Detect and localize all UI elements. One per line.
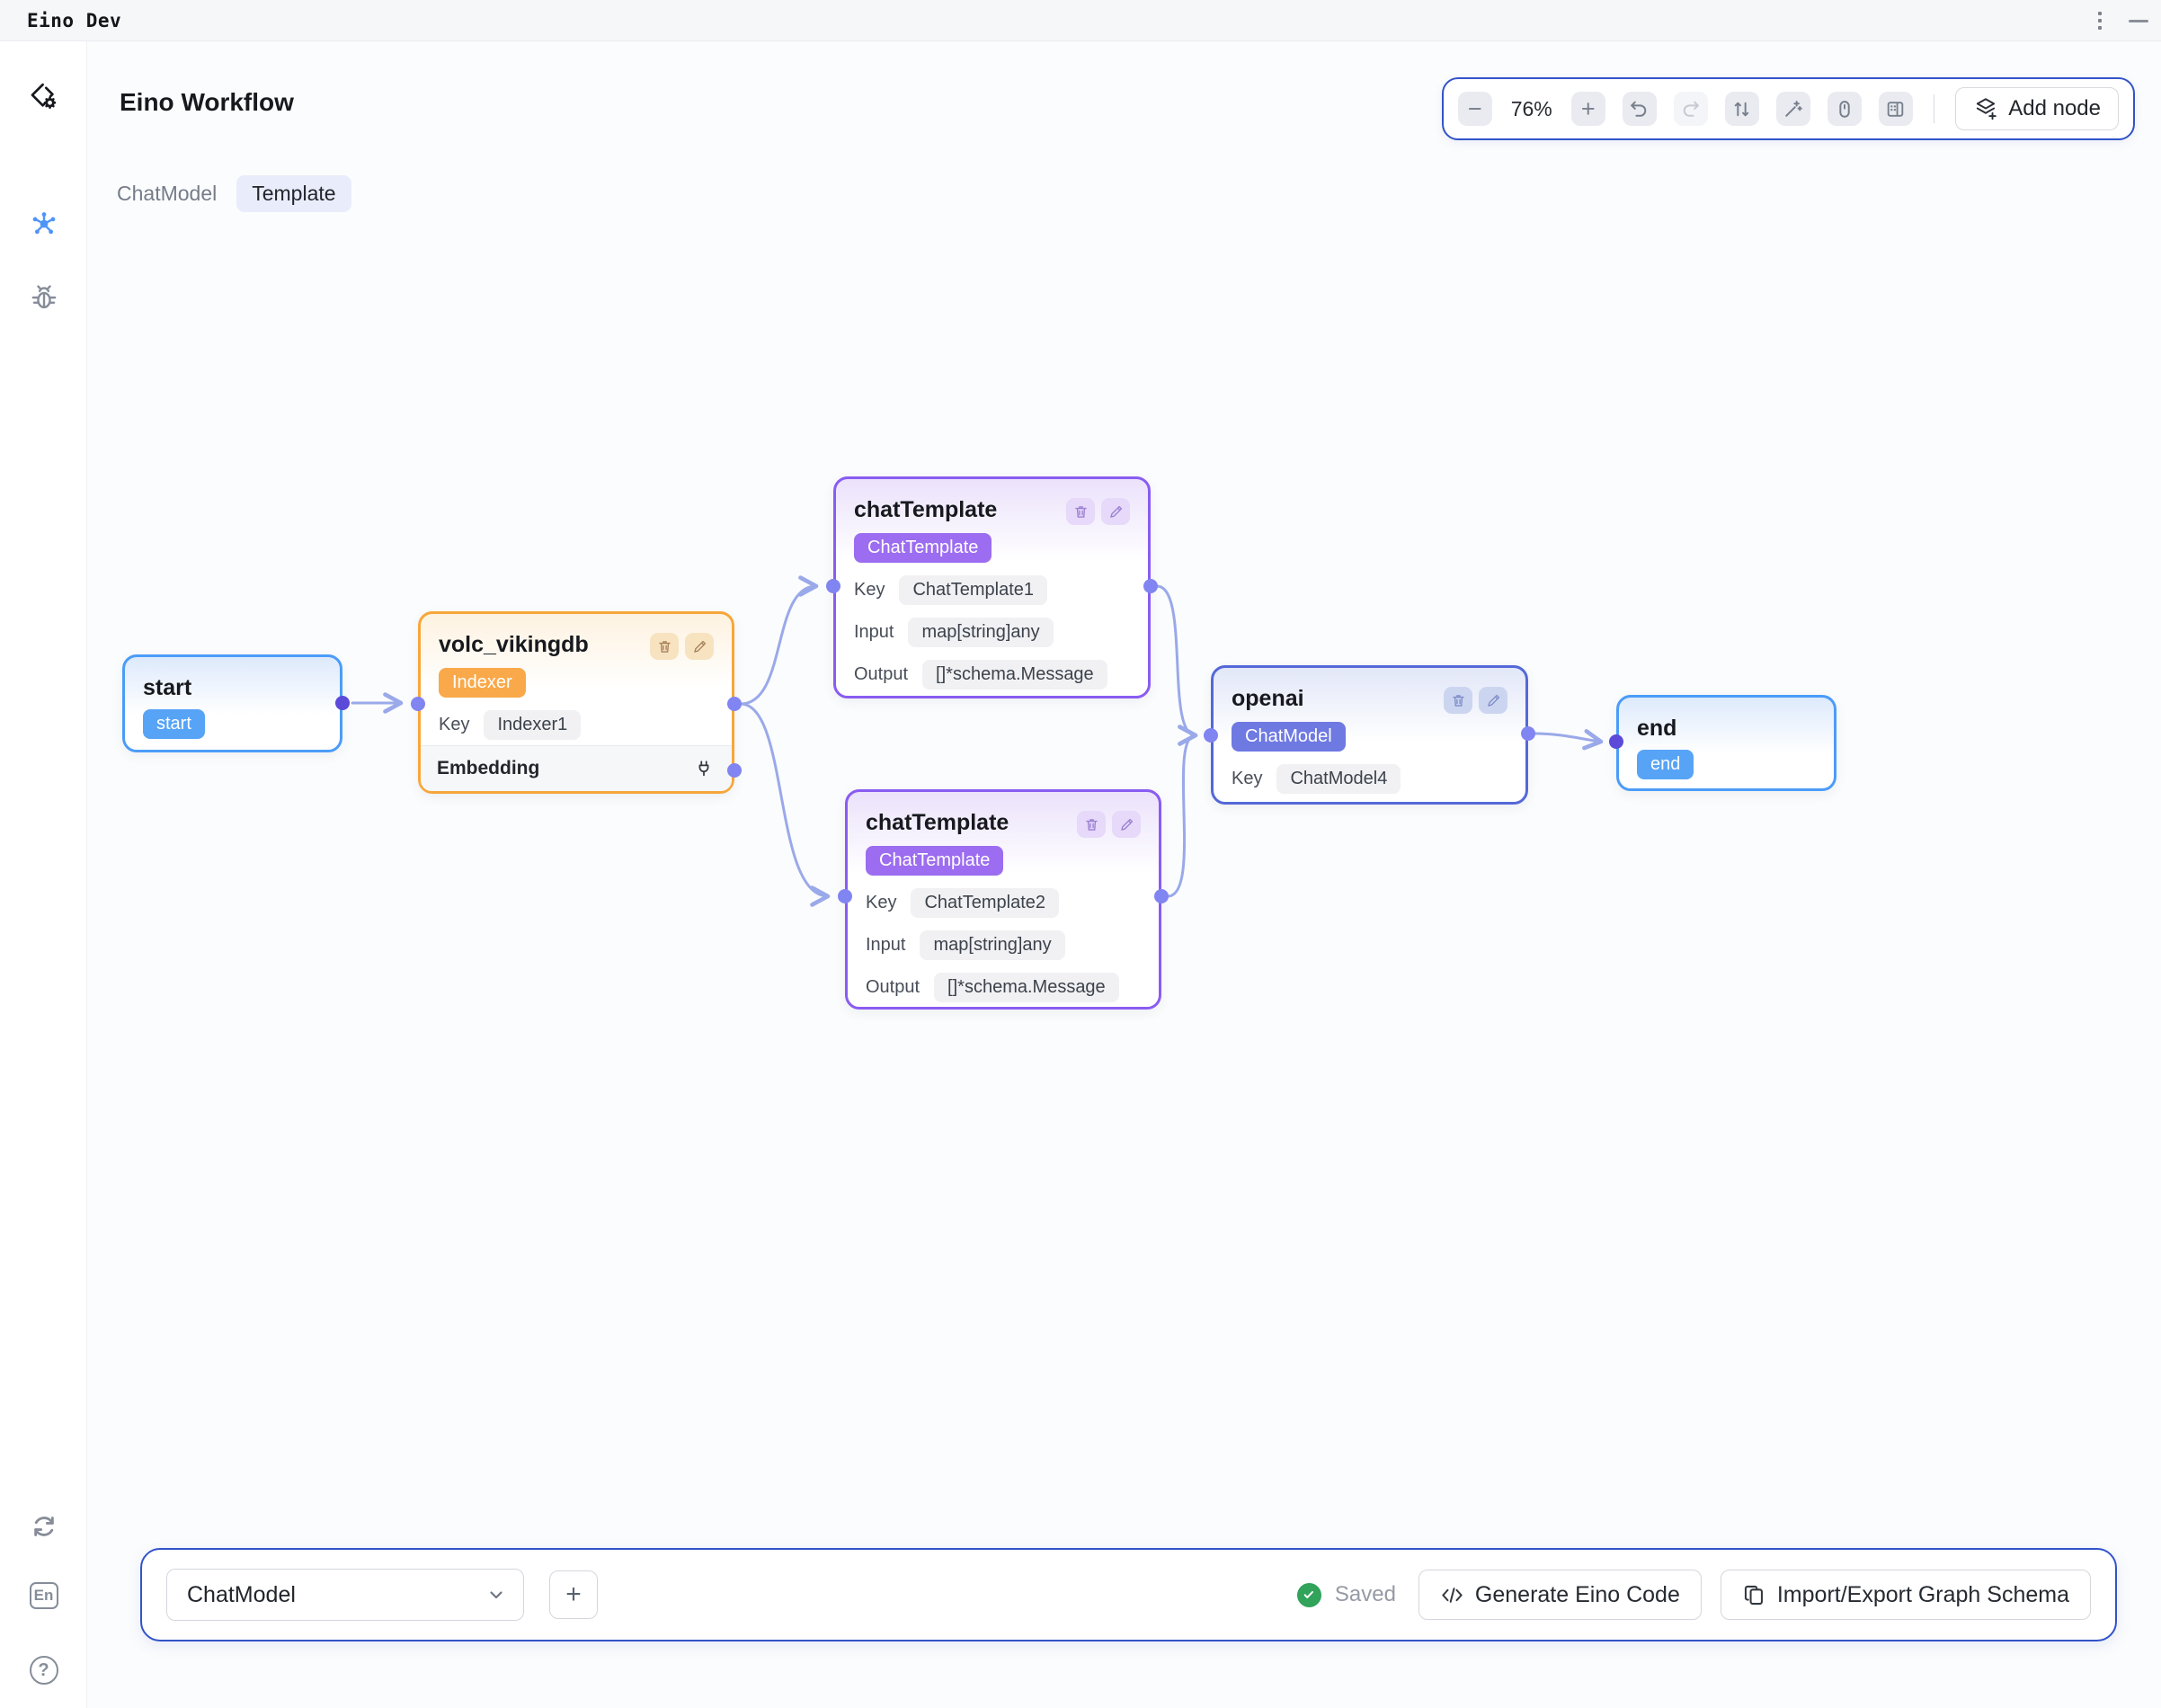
pencil-icon (1120, 818, 1133, 831)
sync-icon[interactable] (0, 1511, 87, 1542)
minimize-icon[interactable] (2129, 19, 2148, 22)
edit-node-button[interactable] (1101, 498, 1130, 525)
window-titlebar: Eino Dev (0, 0, 2161, 41)
auto-layout-icon[interactable] (1724, 92, 1759, 126)
pencil-icon (693, 640, 706, 653)
delete-node-button[interactable] (1077, 811, 1106, 838)
zoom-level: 76% (1510, 96, 1552, 120)
zoom-out-button[interactable]: − (1457, 92, 1492, 126)
trash-icon (1074, 505, 1087, 518)
node-openai[interactable]: openai ChatModel Key ChatModel4 (1211, 665, 1528, 805)
mouse-settings-icon[interactable] (1827, 92, 1862, 126)
trash-icon (1452, 694, 1464, 707)
output-type-pill: []*schema.Message (922, 660, 1107, 689)
graph-selector-dropdown[interactable]: ChatModel (166, 1569, 524, 1621)
tab-template[interactable]: Template (236, 175, 351, 212)
page-title: Eino Workflow (120, 88, 294, 116)
chevron-down-icon (490, 1591, 502, 1599)
undo-button[interactable] (1622, 92, 1657, 126)
node-chattemplate-2[interactable]: chatTemplate ChatTemplate Key ChatTempla… (845, 789, 1161, 1010)
minimap-panel-icon[interactable] (1878, 92, 1913, 126)
node-type-badge: ChatModel (1232, 722, 1346, 752)
key-value-pill: ChatModel4 (1276, 764, 1401, 794)
copy-document-icon (1744, 1585, 1763, 1605)
sidebar-item-workflow-graph-icon[interactable] (0, 209, 87, 239)
node-type-badge: start (143, 708, 205, 739)
eino-logo-icon (0, 82, 87, 112)
node-start[interactable]: start start (122, 654, 342, 752)
generate-eino-code-button[interactable]: Generate Eino Code (1418, 1570, 1702, 1620)
trash-icon (1085, 818, 1098, 831)
plug-icon[interactable] (694, 759, 714, 778)
tab-chatmodel[interactable]: ChatModel (117, 182, 218, 205)
saved-check-icon (1296, 1582, 1321, 1607)
input-type-pill: map[string]any (920, 930, 1065, 960)
kebab-menu-icon[interactable] (2094, 8, 2105, 33)
trash-icon (658, 640, 671, 653)
pencil-icon (1109, 505, 1122, 518)
delete-node-button[interactable] (1066, 498, 1095, 525)
node-type-badge: ChatTemplate (854, 533, 992, 563)
node-type-badge: Indexer (439, 668, 526, 698)
node-end[interactable]: end end (1616, 695, 1836, 791)
canvas-toolbar: − 76% + (1441, 77, 2135, 140)
magic-wand-icon[interactable] (1775, 92, 1810, 126)
edit-node-button[interactable] (1479, 687, 1507, 714)
edit-node-button[interactable] (1112, 811, 1141, 838)
layers-plus-icon (1977, 98, 1996, 120)
delete-node-button[interactable] (1444, 687, 1472, 714)
code-icon (1442, 1587, 1463, 1603)
sidebar-item-debug-bug-icon[interactable] (0, 282, 87, 313)
output-type-pill: []*schema.Message (934, 973, 1119, 1002)
node-type-badge: ChatTemplate (866, 846, 1004, 876)
import-export-graph-schema-button[interactable]: Import/Export Graph Schema (1720, 1570, 2091, 1620)
add-node-button[interactable]: Add node (1955, 87, 2119, 130)
zoom-in-button[interactable]: + (1570, 92, 1605, 126)
add-graph-button[interactable]: + (549, 1570, 598, 1619)
node-volc-vikingdb[interactable]: volc_vikingdb Indexer Key Indexer1 Emb (418, 611, 734, 794)
key-value-pill: ChatTemplate1 (899, 575, 1047, 605)
pencil-icon (1487, 694, 1499, 707)
toolbar-divider (1933, 94, 1935, 123)
help-icon[interactable]: ? (0, 1656, 87, 1685)
bottom-action-bar: ChatModel + Saved Generate Eino Code (140, 1548, 2117, 1641)
node-chattemplate-1[interactable]: chatTemplate ChatTemplate Key ChatTempla… (833, 476, 1151, 698)
key-value-pill: ChatTemplate2 (911, 888, 1059, 918)
key-value-pill: Indexer1 (484, 710, 582, 740)
left-sidebar: En ? (0, 41, 87, 1708)
workflow-tabs: ChatModel Template (117, 175, 351, 212)
language-icon[interactable]: En (0, 1582, 87, 1609)
input-type-pill: map[string]any (908, 618, 1054, 647)
save-status: Saved (1296, 1582, 1396, 1607)
delete-node-button[interactable] (650, 633, 679, 660)
edit-node-button[interactable] (685, 633, 714, 660)
redo-button[interactable] (1673, 92, 1708, 126)
node-type-badge: end (1637, 749, 1694, 779)
app-title: Eino Dev (27, 9, 122, 31)
embedding-slot[interactable]: Embedding (421, 745, 732, 791)
